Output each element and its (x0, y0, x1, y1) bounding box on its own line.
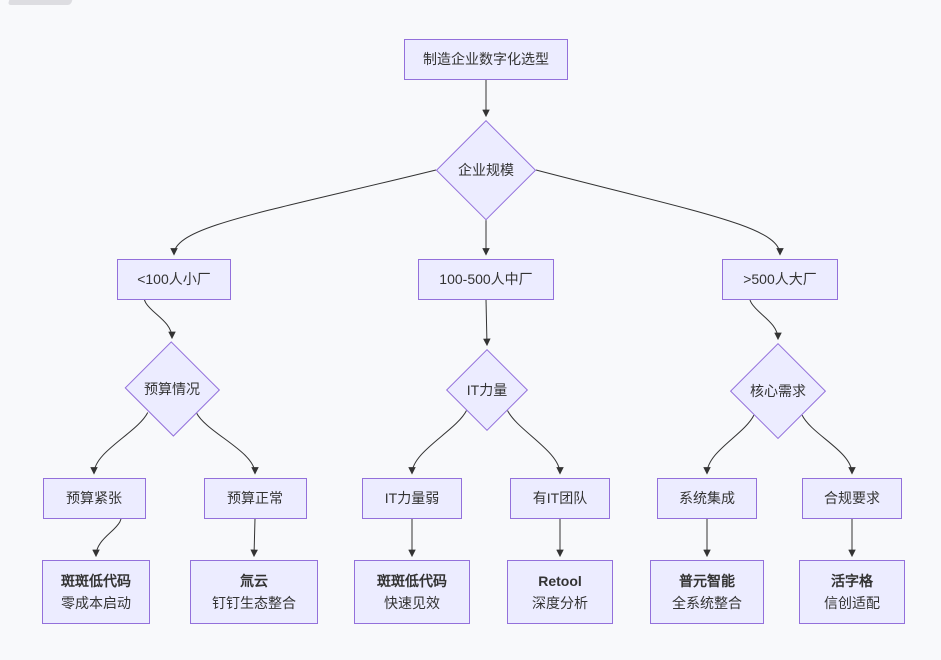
result-title: 斑斑低代码 (61, 573, 131, 589)
node-label: <100人小厂 (137, 271, 211, 287)
node-large: >500人大厂 (722, 258, 838, 300)
node-leaf2: 氚云钉钉生态整合 (190, 560, 318, 624)
node-tight: 预算紧张 (42, 477, 146, 519)
node-leaf3: 斑斑低代码快速见效 (354, 560, 470, 624)
node-it: IT力量 (446, 349, 528, 431)
edge-mid-it (483, 299, 491, 347)
node-label: 系统集成 (679, 490, 735, 506)
node-weak: IT力量弱 (362, 477, 462, 519)
decision-label: 企业规模 (458, 162, 514, 178)
node-label: 合规要求 (824, 490, 880, 506)
node-compliance: 合规要求 (802, 477, 902, 519)
result-subtitle: 全系统整合 (672, 595, 742, 611)
edge-scale-small (170, 169, 437, 256)
result-subtitle: 快速见效 (384, 595, 440, 611)
node-label: IT力量弱 (384, 490, 440, 506)
result-subtitle: 信创适配 (824, 595, 880, 611)
edge-scale-large (535, 169, 784, 256)
node-label: 制造企业数字化选型 (423, 51, 549, 67)
node-budget: 预算情况 (124, 341, 221, 437)
node-label: 预算紧张 (66, 490, 122, 506)
node-root: 制造企业数字化选型 (404, 38, 568, 80)
node-normal: 预算正常 (203, 477, 307, 519)
result-subtitle: 零成本启动 (61, 595, 131, 611)
node-leaf4: Retool 深度分析 (507, 560, 613, 624)
node-leaf1: 斑斑低代码零成本启动 (42, 560, 150, 624)
result-title: Retool (538, 573, 582, 589)
result-title: 普元智能 (679, 573, 735, 589)
node-scale: 企业规模 (436, 120, 536, 220)
result-title: 斑斑低代码 (377, 573, 447, 589)
node-team: 有IT团队 (510, 477, 610, 519)
decision-label: IT力量 (466, 382, 508, 398)
node-small: <100人小厂 (117, 258, 231, 300)
result-title: 氚云 (240, 573, 268, 589)
top-left-artifact (7, 0, 74, 5)
result-subtitle: 钉钉生态整合 (212, 595, 296, 611)
decision-label: 核心需求 (750, 383, 806, 399)
node-mid: 100-500人中厂 (418, 258, 554, 300)
node-need: 核心需求 (730, 343, 826, 439)
result-subtitle: 深度分析 (532, 595, 588, 611)
node-leaf6: 活字格信创适配 (799, 560, 905, 624)
node-label: 预算正常 (227, 490, 283, 506)
node-integrate: 系统集成 (657, 477, 757, 519)
node-label: >500人大厂 (743, 271, 817, 287)
decision-label: 预算情况 (144, 381, 200, 397)
edge-normal-leaf2 (250, 518, 258, 558)
node-leaf5: 普元智能全系统整合 (650, 560, 764, 624)
result-title: 活字格 (831, 573, 873, 589)
node-label: 100-500人中厂 (439, 271, 533, 287)
node-label: 有IT团队 (532, 490, 588, 506)
